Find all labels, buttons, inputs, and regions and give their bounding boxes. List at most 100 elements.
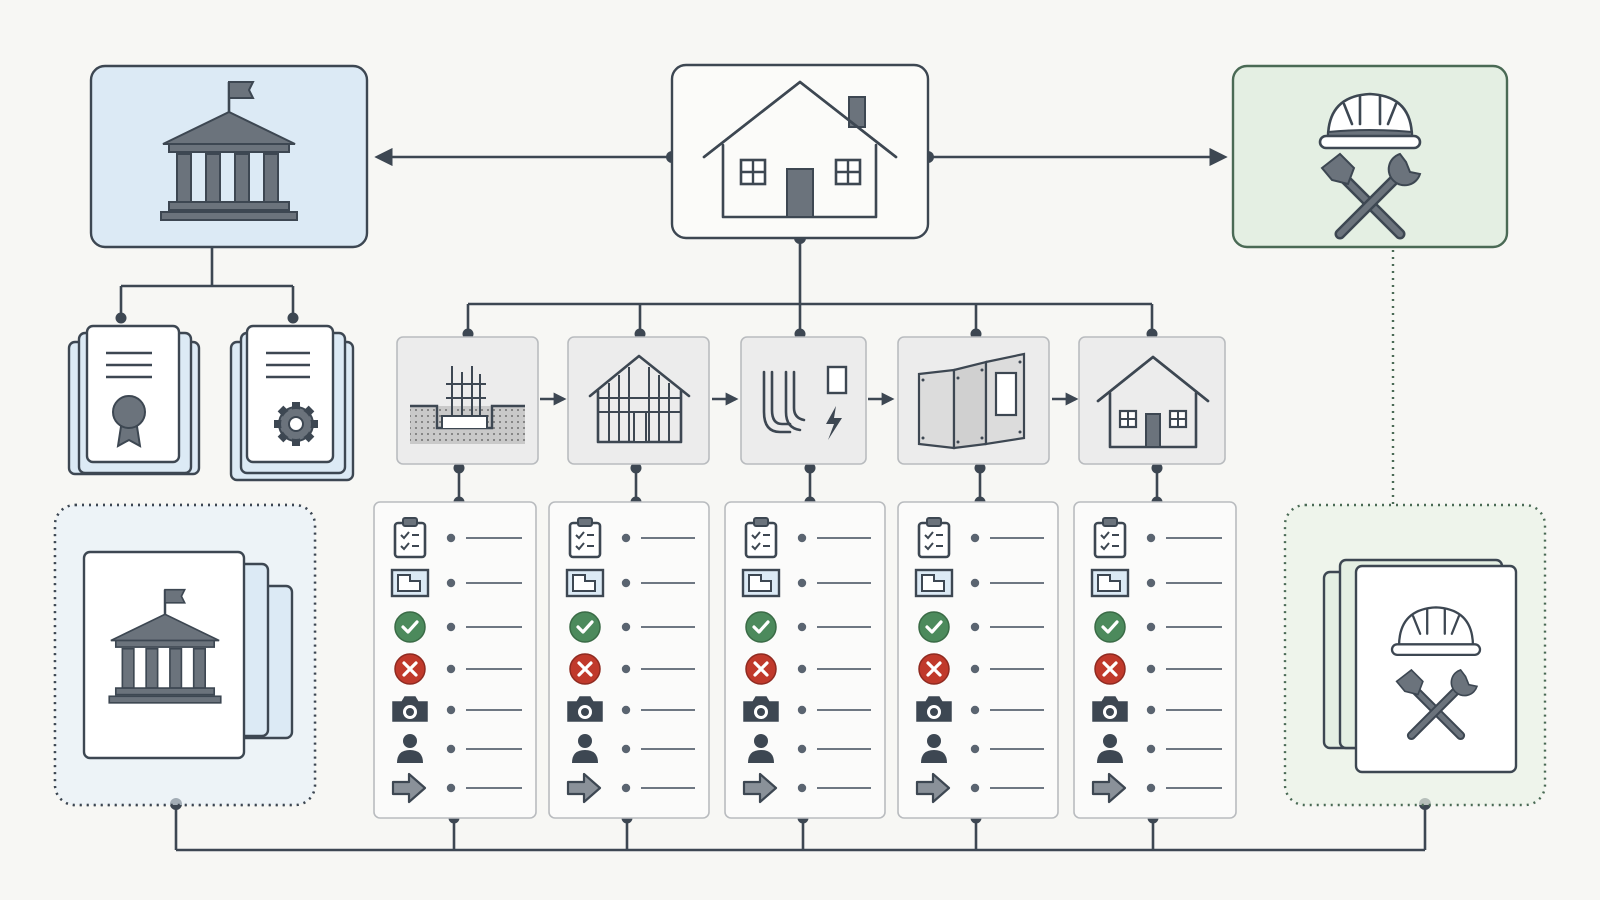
blueprint-icon — [914, 568, 954, 598]
camera-icon — [916, 696, 952, 722]
clipboard-checklist-icon — [744, 517, 778, 559]
row-bullet — [621, 705, 631, 715]
checklist-row[interactable] — [1094, 611, 1222, 643]
checklist-row[interactable] — [918, 653, 1044, 685]
checklist-panel[interactable] — [724, 501, 886, 819]
certificate-document[interactable] — [67, 324, 201, 476]
person-icon — [1097, 734, 1123, 763]
row-bullet — [1146, 783, 1156, 793]
framing-icon — [588, 354, 691, 444]
checklist-row[interactable] — [569, 611, 695, 643]
government-building-icon — [160, 81, 298, 221]
checklist-row[interactable] — [390, 568, 522, 598]
row-bullet — [621, 783, 631, 793]
check-circle-icon — [918, 611, 950, 643]
checklist-row[interactable] — [748, 734, 871, 763]
checklist-row[interactable] — [916, 696, 1044, 722]
row-bullet — [797, 744, 807, 754]
row-bullet — [446, 783, 456, 793]
row-bullet — [1146, 664, 1156, 674]
stage-drywall[interactable] — [897, 336, 1050, 465]
checklist-row[interactable] — [391, 772, 522, 804]
checklist-row[interactable] — [567, 696, 695, 722]
checklist-row[interactable] — [915, 772, 1044, 804]
checklist-panel[interactable] — [1073, 501, 1237, 819]
checklist-panel[interactable] — [897, 501, 1059, 819]
contractor-document-icon — [1390, 606, 1482, 741]
specification-document[interactable] — [229, 324, 355, 482]
checklist-row[interactable] — [1092, 696, 1222, 722]
foundation-icon — [410, 366, 525, 444]
row-bullet — [446, 578, 456, 588]
row-bullet — [797, 705, 807, 715]
checklist-row[interactable] — [743, 696, 871, 722]
checklist-row[interactable] — [572, 734, 695, 763]
checklist-row[interactable] — [741, 568, 871, 598]
row-bullet — [446, 622, 456, 632]
checklist-row[interactable] — [393, 517, 522, 559]
row-bullet — [446, 664, 456, 674]
clipboard-checklist-icon — [568, 517, 602, 559]
certificate-document-icon — [106, 351, 152, 448]
checklist-row[interactable] — [568, 517, 695, 559]
checklist-row[interactable] — [921, 734, 1044, 763]
blueprint-icon — [1090, 568, 1130, 598]
checklist-row[interactable] — [394, 611, 522, 643]
checklist-row[interactable] — [1097, 734, 1222, 763]
checklist-row[interactable] — [918, 611, 1044, 643]
checklist-row[interactable] — [914, 568, 1044, 598]
stage-foundation[interactable] — [396, 336, 539, 465]
row-bullet — [970, 533, 980, 543]
blueprint-icon — [741, 568, 781, 598]
arrow-right-icon — [915, 772, 951, 804]
cross-circle-icon — [745, 653, 777, 685]
property-node[interactable] — [670, 63, 930, 240]
checklist-row[interactable] — [745, 653, 871, 685]
checklist-row[interactable] — [917, 517, 1044, 559]
inspection-checklists — [373, 501, 1237, 819]
arrow-right-icon — [742, 772, 778, 804]
authority-records-panel[interactable] — [53, 503, 317, 807]
checklist-row[interactable] — [1093, 517, 1222, 559]
clipboard-checklist-icon — [1093, 517, 1127, 559]
authority-node[interactable] — [89, 64, 369, 249]
clipboard-checklist-icon — [393, 517, 427, 559]
arrow-right-icon — [1091, 772, 1127, 804]
government-building-document-icon — [108, 588, 222, 704]
checklist-row[interactable] — [742, 772, 871, 804]
stage-plumbing-electrical[interactable] — [740, 336, 867, 465]
checklist-panel[interactable] — [373, 501, 537, 819]
row-bullet — [970, 705, 980, 715]
checklist-row[interactable] — [394, 653, 522, 685]
camera-icon — [392, 696, 428, 722]
checklist-row[interactable] — [744, 517, 871, 559]
person-icon — [397, 734, 423, 763]
blueprint-icon — [390, 568, 430, 598]
cross-circle-icon — [394, 653, 426, 685]
checklist-row[interactable] — [745, 611, 871, 643]
checklist-panel[interactable] — [548, 501, 710, 819]
row-bullet — [797, 783, 807, 793]
checklist-row[interactable] — [392, 696, 522, 722]
row-bullet — [621, 578, 631, 588]
stage-finished-house[interactable] — [1078, 336, 1226, 465]
stage-to-checklist-lines — [453, 462, 1163, 508]
row-bullet — [1146, 578, 1156, 588]
row-bullet — [797, 664, 807, 674]
checklist-row[interactable] — [565, 568, 695, 598]
stage-framing[interactable] — [567, 336, 710, 465]
checklist-row[interactable] — [1090, 568, 1222, 598]
checklist-row[interactable] — [566, 772, 695, 804]
checklist-row[interactable] — [1091, 772, 1222, 804]
row-bullet — [446, 744, 456, 754]
contractor-records-panel[interactable] — [1283, 503, 1547, 807]
checklist-row[interactable] — [1094, 653, 1222, 685]
checklist-row[interactable] — [397, 734, 522, 763]
row-bullet — [970, 744, 980, 754]
contractor-node[interactable] — [1231, 64, 1509, 249]
check-circle-icon — [394, 611, 426, 643]
checklist-row[interactable] — [569, 653, 695, 685]
row-bullet — [1146, 533, 1156, 543]
row-bullet — [446, 533, 456, 543]
